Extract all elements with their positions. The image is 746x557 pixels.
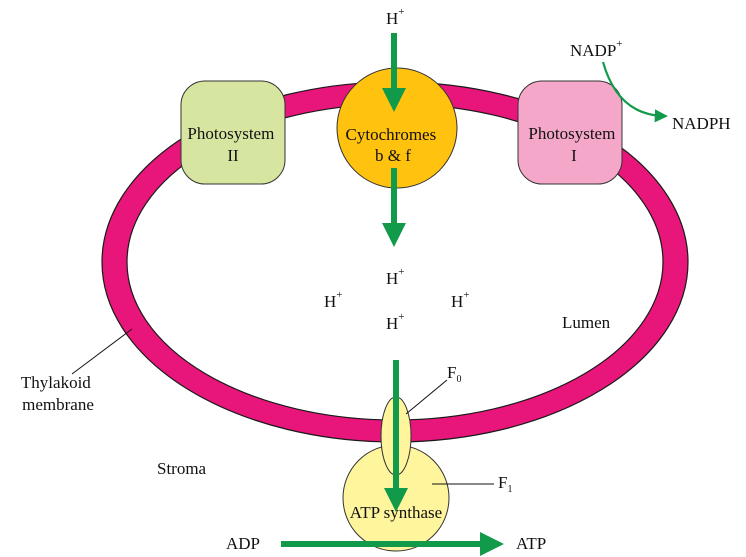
nadp-label: NADP+ [570,38,623,60]
atp-synthase-label: ATP synthase [350,503,442,522]
f1-label: F1 [498,473,512,495]
photosystem-ii-label: Photosystem II [187,124,278,165]
photosystem-i-box [517,80,623,185]
photosystem-i-label: Photosystem I [528,124,619,165]
adp-label: ADP [226,534,260,553]
thylakoid-membrane-label: Thylakoid membrane [21,373,95,414]
thylakoid-leader-line [71,328,133,375]
cytochromes-label: Cytochromes b & f [346,125,441,165]
nadp-to-nadph-arrow [601,61,668,123]
h-plus-lumen-right: H+ [451,289,470,311]
nadph-label: NADPH [672,114,731,133]
f0-leader-line [405,379,448,415]
stroma-label: Stroma [157,459,207,478]
f0-label: F0 [447,363,461,385]
h-plus-lumen-bottom: H+ [386,311,405,333]
atp-label: ATP [516,534,546,553]
photosystem-ii-box [180,80,286,185]
h-plus-lumen-left: H+ [324,289,343,311]
h-plus-label-top: H+ [386,6,405,28]
h-plus-lumen-top: H+ [386,266,405,288]
lumen-label: Lumen [562,313,611,332]
